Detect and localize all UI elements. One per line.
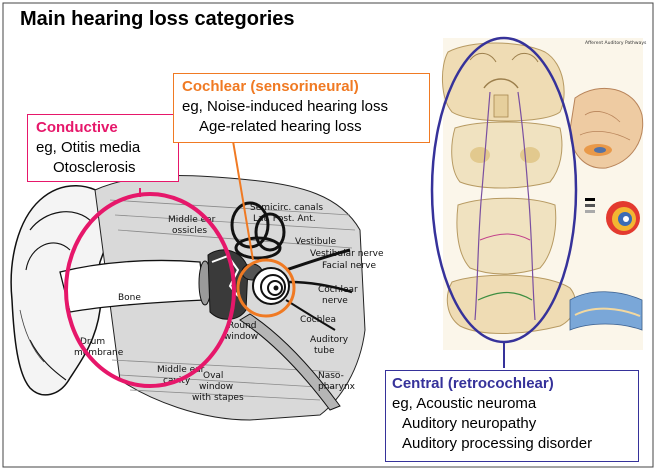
conductive-box: Conductive eg, Otitis media Otosclerosis [27, 114, 179, 182]
pathway-diagram-title: Afferent Auditory Pathways [585, 40, 647, 46]
round-window-label-1: Round [228, 321, 256, 331]
oval-window-label-3: with stapes [192, 393, 244, 403]
vestibular-nerve-label: Vestibular nerve [310, 249, 384, 259]
round-window-label-2: window [224, 332, 258, 342]
cochlea-label: Cochlea [300, 315, 336, 325]
central-example-1: eg, Acoustic neuroma [386, 394, 638, 414]
central-example-2: Auditory neuropathy [386, 414, 638, 434]
central-box: Central (retrocochlear) eg, Acoustic neu… [385, 370, 639, 462]
drum-membrane-label-2: membrane [74, 348, 124, 358]
nasopharynx-label-2: pharynx [318, 382, 356, 392]
auditory-tube-label-1: Auditory [310, 335, 349, 345]
cochlear-example-2: Age-related hearing loss [174, 117, 429, 137]
cochlear-heading: Cochlear (sensorineural) [174, 74, 429, 97]
colored-cochlea [606, 201, 640, 235]
central-example-3: Auditory processing disorder [386, 434, 638, 454]
cochlear-box: Cochlear (sensorineural) eg, Noise-induc… [173, 73, 430, 143]
oval-window-label-2: window [199, 382, 233, 392]
middle-ear-ossicles-label-2: ossicles [172, 226, 207, 236]
auditory-pathway-illustration: Afferent Auditory Pathways [442, 38, 647, 350]
cochlear-nerve-label-2: nerve [322, 296, 348, 306]
cochlear-nerve-label-1: Cochlear [318, 285, 358, 295]
slide-title: Main hearing loss categories [20, 8, 295, 31]
oval-window-label-1: Oval [203, 371, 223, 381]
cochlear-example-1: eg, Noise-induced hearing loss [174, 97, 429, 117]
vestibule-label: Vestibule [295, 237, 337, 247]
conductive-example-2: Otosclerosis [28, 158, 178, 178]
nasopharynx-label-1: Naso- [318, 371, 344, 381]
auditory-tube-label-2: tube [314, 346, 335, 356]
semicirc-canals-label-2: Lat. Post. Ant. [253, 214, 316, 224]
bone-label: Bone [118, 293, 141, 303]
conductive-example-1: eg, Otitis media [28, 138, 178, 158]
facial-nerve-label: Facial nerve [322, 261, 376, 271]
conductive-heading: Conductive [28, 115, 178, 138]
semicirc-canals-label-1: Semicirc. canals [250, 203, 323, 213]
central-heading: Central (retrocochlear) [386, 371, 638, 394]
cochlea-spiral [253, 268, 289, 304]
